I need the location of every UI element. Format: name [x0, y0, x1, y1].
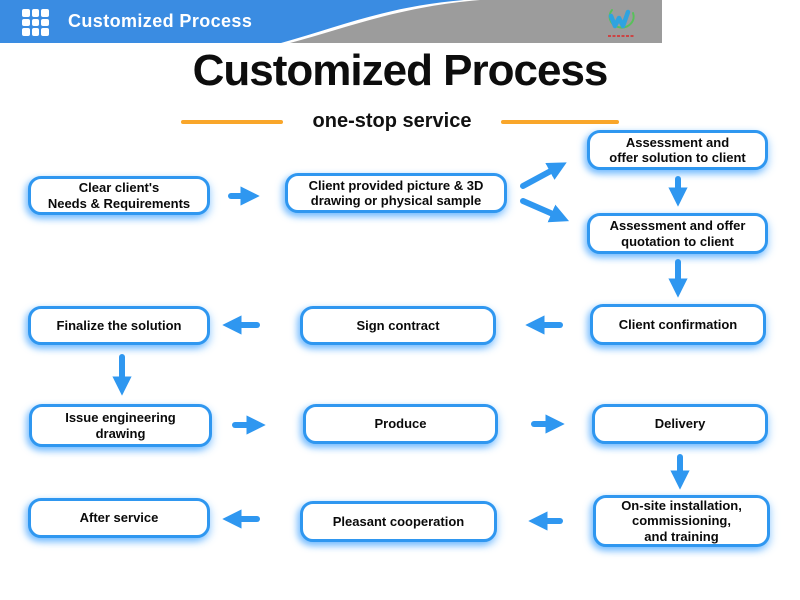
company-logo [608, 9, 635, 37]
flow-node-clear-needs: Clear client's Needs & Requirements [28, 176, 210, 215]
arrow-sample-to-solution [520, 162, 567, 189]
header-bar: Customized Process [0, 0, 662, 43]
flow-node-client-sample: Client provided picture & 3D drawing or … [285, 173, 507, 213]
flow-node-client-confirmation: Client confirmation [590, 304, 766, 345]
flow-node-produce: Produce [303, 404, 498, 444]
subtitle-row: one-stop service [0, 110, 800, 133]
flow-node-after-service: After service [28, 498, 210, 538]
flow-node-pleasant-cooperation: Pleasant cooperation [300, 501, 497, 542]
flow-node-onsite-installation: On-site installation, commissioning, and… [593, 495, 770, 547]
subtitle-right-line [501, 119, 620, 124]
header-title: Customized Process [68, 11, 253, 31]
arrow-sample-to-quotation [520, 198, 570, 223]
flow-node-issue-engineering-drawing: Issue engineering drawing [29, 404, 212, 447]
header-background [0, 0, 662, 43]
subtitle-text: one-stop service [312, 110, 472, 132]
page-title: Customized Process [192, 46, 609, 95]
subtitle-left-line [180, 119, 283, 124]
logo-caption-marks [608, 35, 634, 37]
flow-node-finalize-solution: Finalize the solution [28, 306, 210, 345]
flow-node-delivery: Delivery [592, 404, 768, 444]
flow-node-sign-contract: Sign contract [300, 306, 496, 345]
grid-icon [22, 9, 49, 36]
flow-node-assessment-solution: Assessment and offer solution to client [587, 130, 768, 170]
flow-node-assessment-quotation: Assessment and offer quotation to client [587, 213, 768, 254]
